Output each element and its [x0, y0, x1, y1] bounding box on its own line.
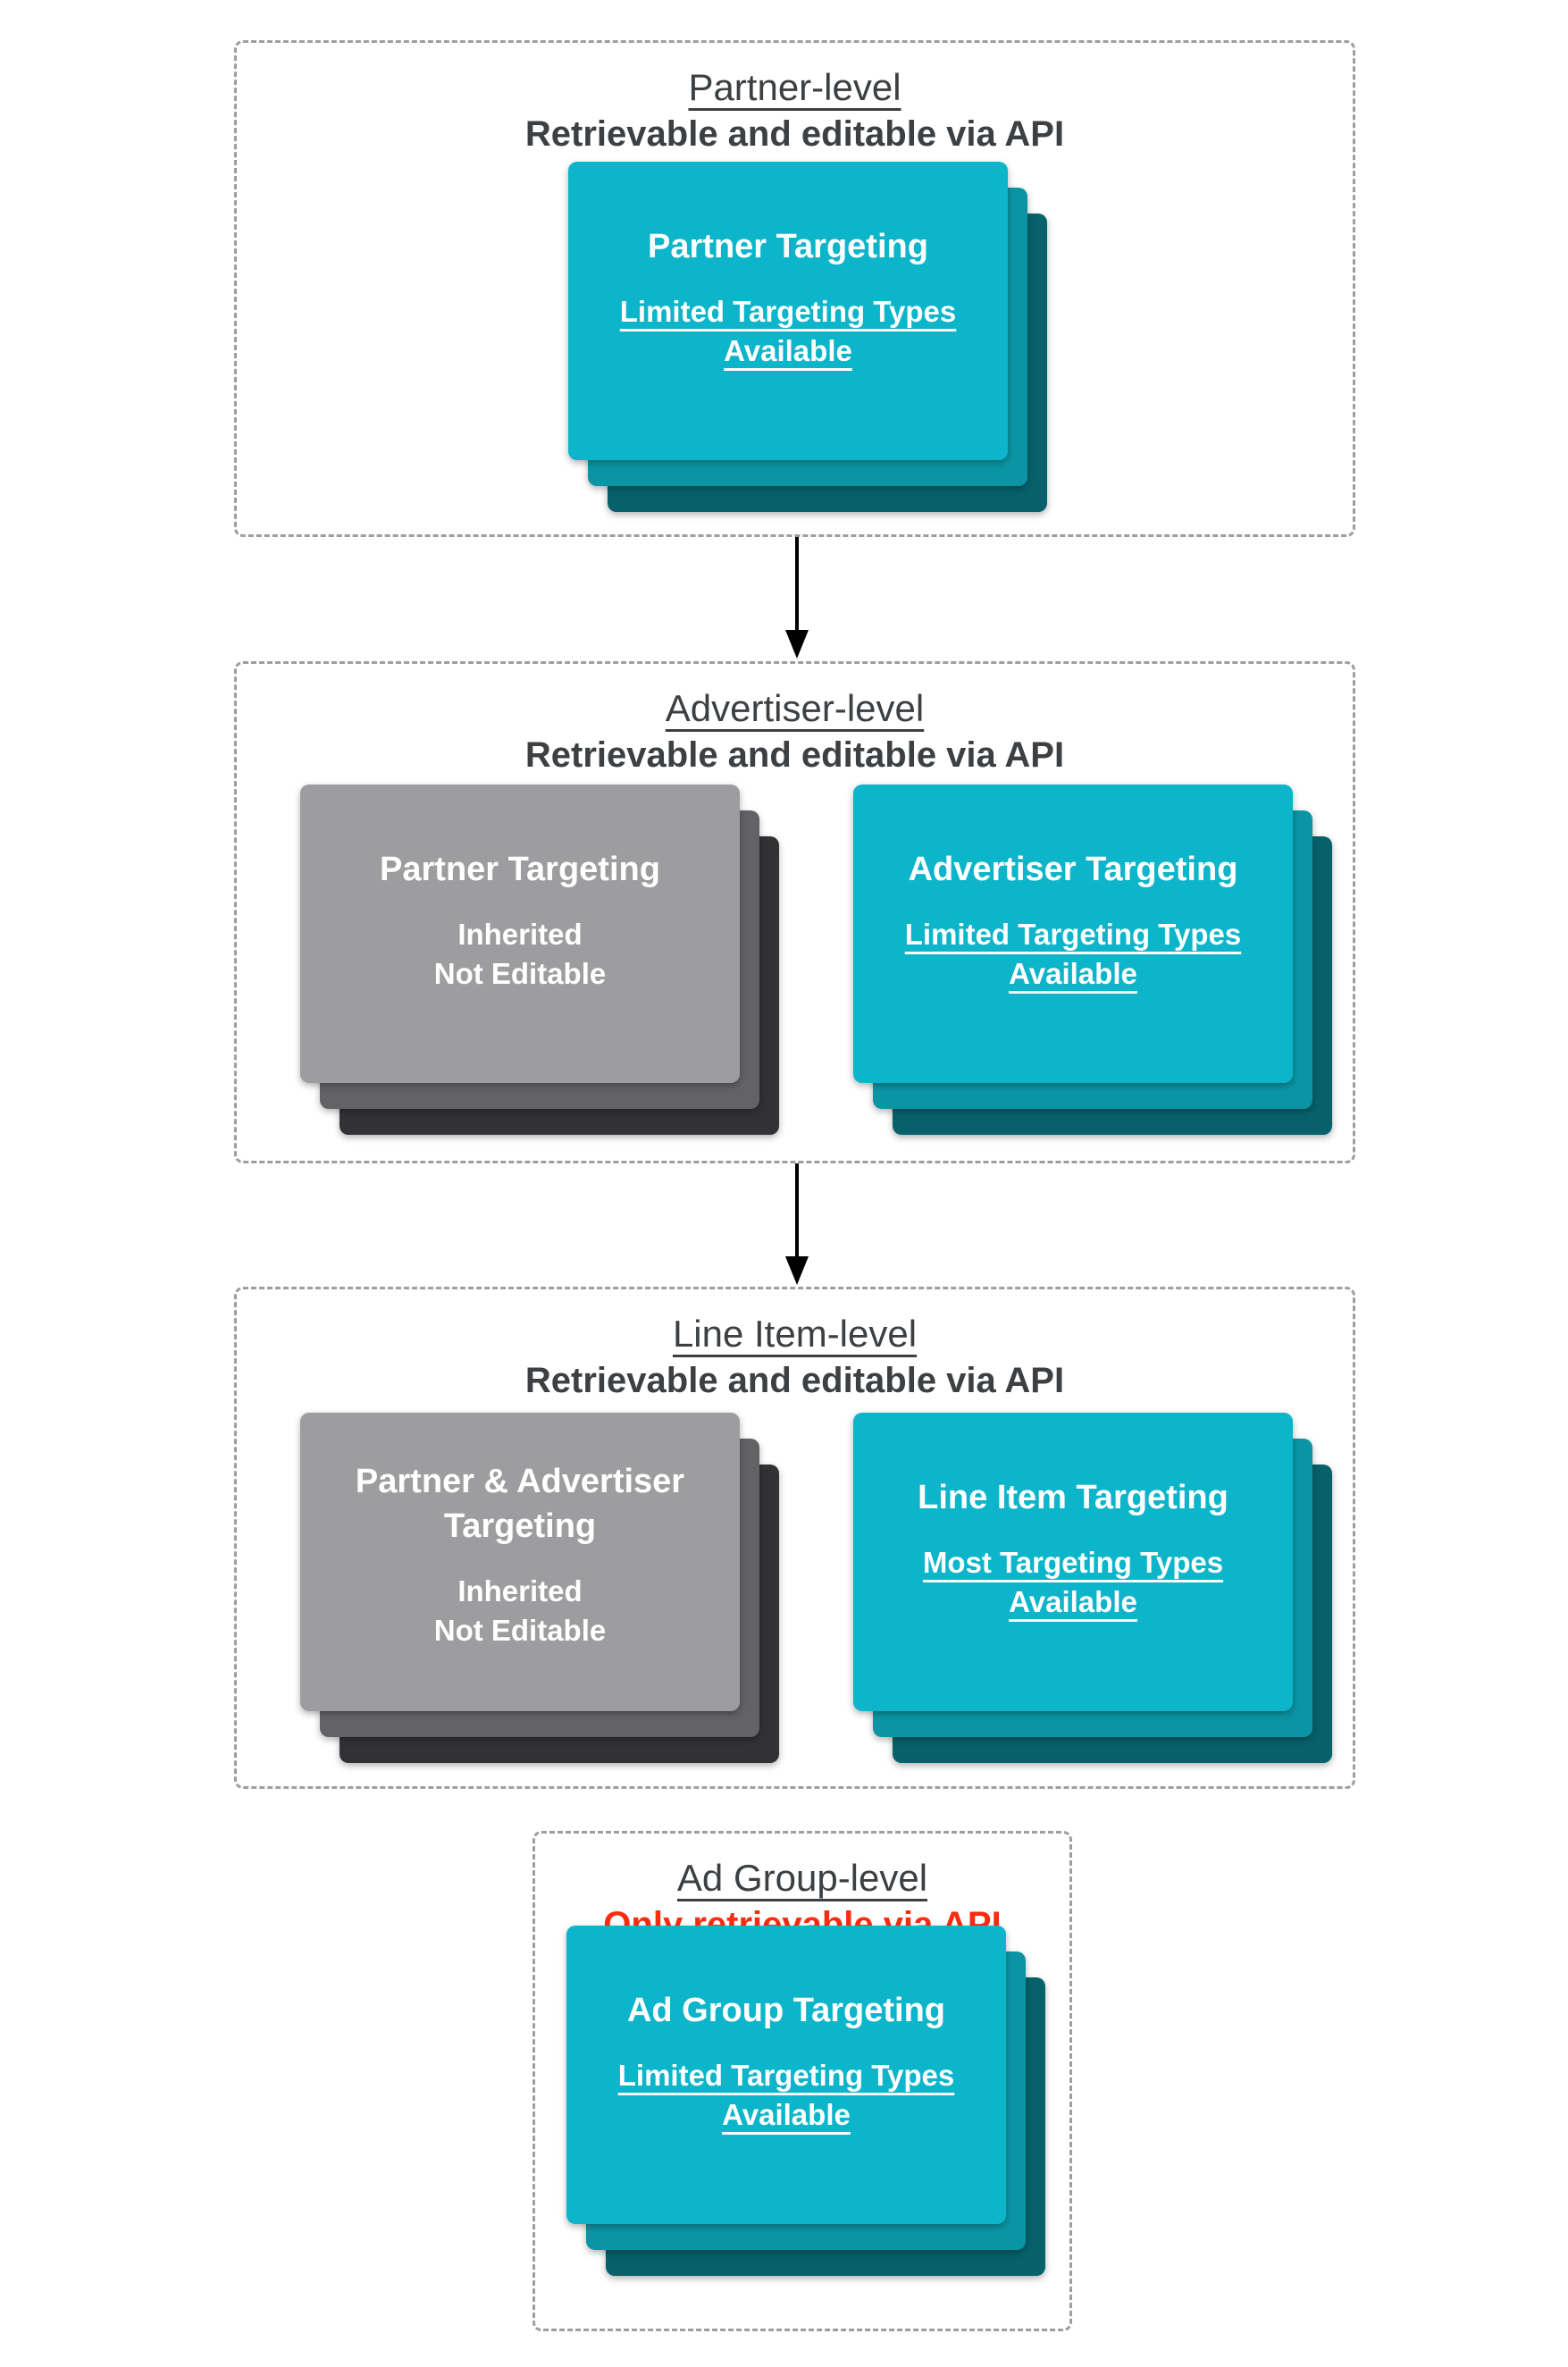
- section-subtitle: Retrievable and editable via API: [524, 735, 1065, 775]
- card-front: Ad Group Targeting Limited Targeting Typ…: [566, 1926, 1006, 2224]
- card-body-line: Available: [1009, 957, 1137, 990]
- card-title: Partner Targeting: [568, 224, 1008, 269]
- section-title: Partner-level: [688, 66, 901, 108]
- card-title: Partner & Advertiser Targeting: [300, 1459, 740, 1549]
- section-title: Line Item-level: [672, 1313, 918, 1355]
- card-title: Advertiser Targeting: [853, 847, 1293, 892]
- flow-arrow-down-1: [785, 537, 809, 659]
- section-ad-group-level: Ad Group-level Only retrievable via API …: [532, 1831, 1072, 2331]
- card-body-line: Limited Targeting Types: [619, 295, 957, 328]
- card-body-line: Available: [1009, 1585, 1137, 1618]
- card-front: Line Item Targeting Most Targeting Types…: [853, 1413, 1293, 1711]
- arrow-head-icon: [785, 1256, 809, 1285]
- card-body: Limited Targeting Types Available: [853, 915, 1293, 994]
- card-body-line: Limited Targeting Types: [904, 918, 1242, 951]
- card-body-line: Not Editable: [433, 957, 607, 990]
- section-subtitle: Retrievable and editable via API: [524, 1361, 1065, 1400]
- section-line-item-level: Line Item-level Retrievable and editable…: [234, 1287, 1355, 1789]
- card-title-line: Line Item Targeting: [918, 1479, 1228, 1516]
- card-body: Limited Targeting Types Available: [568, 292, 1008, 371]
- card-title: Line Item Targeting: [853, 1475, 1293, 1520]
- card-title-line: Partner Targeting: [380, 851, 660, 888]
- section-subtitle: Retrievable and editable via API: [524, 114, 1065, 154]
- arrow-line: [795, 537, 799, 632]
- section-advertiser-level: Advertiser-level Retrievable and editabl…: [234, 661, 1355, 1163]
- card-title-line: Partner Targeting: [648, 228, 928, 265]
- card-body-line: Available: [722, 2098, 851, 2131]
- card-stack-ad-group-targeting: Ad Group Targeting Limited Targeting Typ…: [566, 1926, 1045, 2276]
- card-title: Ad Group Targeting: [566, 1988, 1006, 2033]
- card-body-line: Available: [724, 334, 852, 367]
- card-body: Most Targeting Types Available: [853, 1543, 1293, 1622]
- card-body-line: Inherited: [457, 1574, 583, 1607]
- card-front: Advertiser Targeting Limited Targeting T…: [853, 785, 1293, 1083]
- card-title-line: Ad Group Targeting: [626, 1992, 946, 2029]
- flow-arrow-down-2: [785, 1163, 809, 1285]
- card-title-line: Advertiser Targeting: [908, 851, 1238, 888]
- card-content: Partner Targeting Limited Targeting Type…: [568, 162, 1008, 460]
- card-title-line: Partner & Advertiser: [355, 1463, 685, 1500]
- card-content: Advertiser Targeting Limited Targeting T…: [853, 785, 1293, 1083]
- card-body: Inherited Not Editable: [300, 1572, 740, 1650]
- section-title: Advertiser-level: [665, 687, 925, 729]
- card-content: Line Item Targeting Most Targeting Types…: [853, 1413, 1293, 1711]
- card-title-line: Targeting: [443, 1507, 597, 1545]
- card-body: Inherited Not Editable: [300, 915, 740, 994]
- card-front: Partner Targeting Limited Targeting Type…: [568, 162, 1008, 460]
- card-stack-partner-targeting: Partner Targeting Limited Targeting Type…: [568, 162, 1047, 512]
- card-stack-inherited-partner-targeting: Partner Targeting Inherited Not Editable: [300, 785, 779, 1135]
- card-stack-line-item-targeting: Line Item Targeting Most Targeting Types…: [853, 1413, 1332, 1763]
- card-front: Partner Targeting Inherited Not Editable: [300, 785, 740, 1083]
- section-title: Ad Group-level: [676, 1857, 928, 1899]
- card-content: Partner & Advertiser Targeting Inherited…: [300, 1413, 740, 1711]
- arrow-line: [795, 1163, 799, 1258]
- card-body-line: Limited Targeting Types: [617, 2059, 955, 2092]
- card-title: Partner Targeting: [300, 847, 740, 892]
- card-body-line: Inherited: [457, 918, 583, 951]
- card-body-line: Most Targeting Types: [922, 1546, 1224, 1579]
- card-body-line: Not Editable: [433, 1614, 607, 1647]
- card-content: Partner Targeting Inherited Not Editable: [300, 785, 740, 1083]
- arrow-head-icon: [785, 630, 809, 659]
- card-body: Limited Targeting Types Available: [566, 2056, 1006, 2135]
- card-front: Partner & Advertiser Targeting Inherited…: [300, 1413, 740, 1711]
- card-stack-advertiser-targeting: Advertiser Targeting Limited Targeting T…: [853, 785, 1332, 1135]
- section-partner-level: Partner-level Retrievable and editable v…: [234, 40, 1355, 537]
- card-stack-inherited-partner-advertiser-targeting: Partner & Advertiser Targeting Inherited…: [300, 1413, 779, 1763]
- card-content: Ad Group Targeting Limited Targeting Typ…: [566, 1926, 1006, 2224]
